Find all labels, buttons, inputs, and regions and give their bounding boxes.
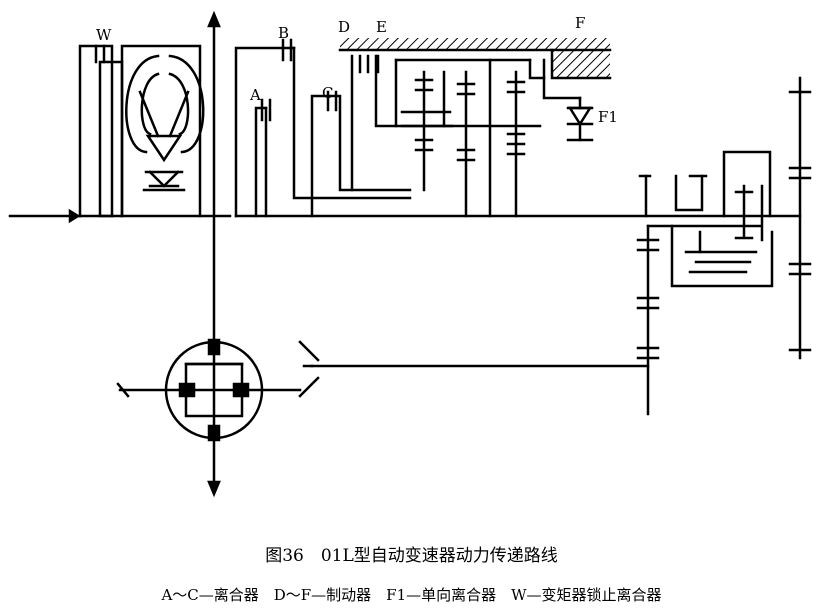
differential [116,338,302,442]
label-f1: F1 [598,108,618,126]
figure-caption: 图36 01L型自动变速器动力传递路线 [265,546,558,566]
label-b: B [278,24,289,42]
output-gear-train [636,76,812,416]
brake-assembly [338,38,612,142]
label-e: E [376,18,387,36]
label-a: A [249,86,261,104]
figure-legend: A～C—离合器 D～F—制动器 F1—单向离合器 W—变矩器锁止离合器 [161,586,662,604]
planetary-gearset [400,58,546,218]
torque-converter [78,44,232,218]
label-c: C [322,84,333,102]
input-shaft [8,208,82,224]
transmission-schematic: W A B C D E F F1 [8,10,812,498]
clutch-assembly [234,38,802,218]
drive-shaft [298,340,650,398]
label-f: F [575,14,585,32]
front-axle [207,10,221,498]
label-d: D [338,18,350,36]
label-w: W [96,26,112,44]
